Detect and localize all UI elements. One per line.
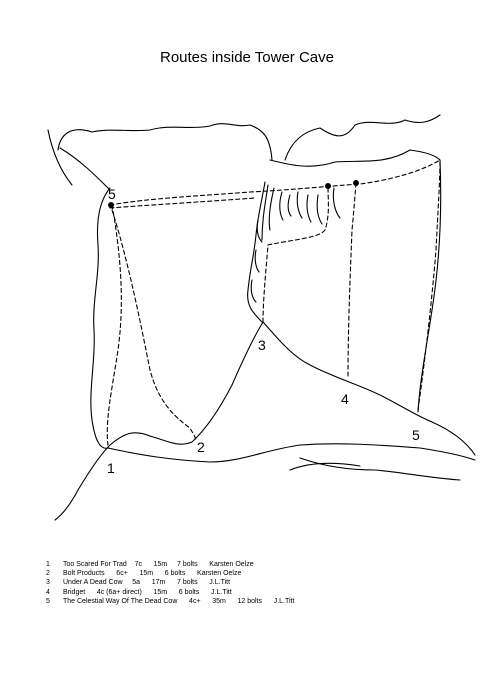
- topo-title: Routes inside Tower Cave: [160, 49, 334, 66]
- route-5-start-anchor: [108, 202, 114, 208]
- lower-rock-shadow: [289, 462, 361, 471]
- right-cave-wall: [409, 149, 442, 413]
- left-cave-wall: [90, 187, 111, 449]
- legend-number: 2: [46, 570, 50, 578]
- legend-text: Too Scared For Trad 7c 15m 7 bolts Karst…: [63, 561, 254, 568]
- route-2-line: [111, 209, 197, 441]
- route-marker-2: 2: [197, 439, 205, 455]
- route-marker-4: 4: [341, 391, 349, 407]
- lower-rock-left: [54, 489, 79, 521]
- route-1-line: [106, 204, 122, 446]
- legend-row-2: 2 Bolt Products 6c+ 15m 6 bolts Karsten O…: [46, 569, 294, 578]
- legend-row-1: 1 Too Scared For Trad 7c 15m 7 bolts Kars…: [46, 560, 294, 569]
- legend-number: 5: [46, 597, 50, 605]
- route-marker-5-start: 5: [108, 186, 116, 202]
- route-legend: 1 Too Scared For Trad 7c 15m 7 bolts Kars…: [46, 560, 294, 606]
- route-4-line: [347, 182, 357, 377]
- stalactites: [247, 181, 341, 323]
- legend-number: 1: [46, 561, 50, 568]
- legend-text: Bridget 4c (6a+ direct) 15m 6 bolts J.L.…: [63, 588, 232, 596]
- legend-number: 3: [46, 579, 50, 587]
- route-3-line: [262, 186, 329, 323]
- main-ramp-line: [77, 321, 476, 491]
- legend-text: The Celestial Way Of The Dead Cow 4c+ 35…: [63, 597, 295, 605]
- legend-text: Under A Dead Cow 5a 17m 7 bolts J.L.Titt: [63, 579, 231, 587]
- route-5-line: [417, 159, 441, 411]
- legend-text: Bolt Products 6c+ 15m 6 bolts Karsten Oe…: [63, 570, 242, 578]
- route-marker-5-end: 5: [412, 427, 420, 443]
- cave-floor-line: [107, 443, 476, 463]
- route-5-traverse: [109, 159, 441, 206]
- route-4-lower-off-anchor: [353, 180, 359, 186]
- route-3-lower-off-anchor: [325, 183, 331, 189]
- legend-row-3: 3 Under A Dead Cow 5a 17m 7 bolts J.L.Tit…: [46, 578, 294, 587]
- lower-rock-right: [299, 457, 461, 481]
- legend-number: 4: [46, 588, 50, 596]
- route-marker-3: 3: [258, 337, 266, 353]
- legend-row-4: 4 Bridget 4c (6a+ direct) 15m 6 bolts J.L…: [46, 588, 294, 597]
- route-marker-1: 1: [107, 460, 115, 476]
- legend-row-5: 5 The Celestial Way Of The Dead Cow 4c+ 3…: [46, 597, 294, 606]
- cave-roof-lip: [59, 147, 411, 191]
- route-5-traverse-lower: [109, 197, 256, 209]
- cave-roof-outline: [47, 114, 441, 186]
